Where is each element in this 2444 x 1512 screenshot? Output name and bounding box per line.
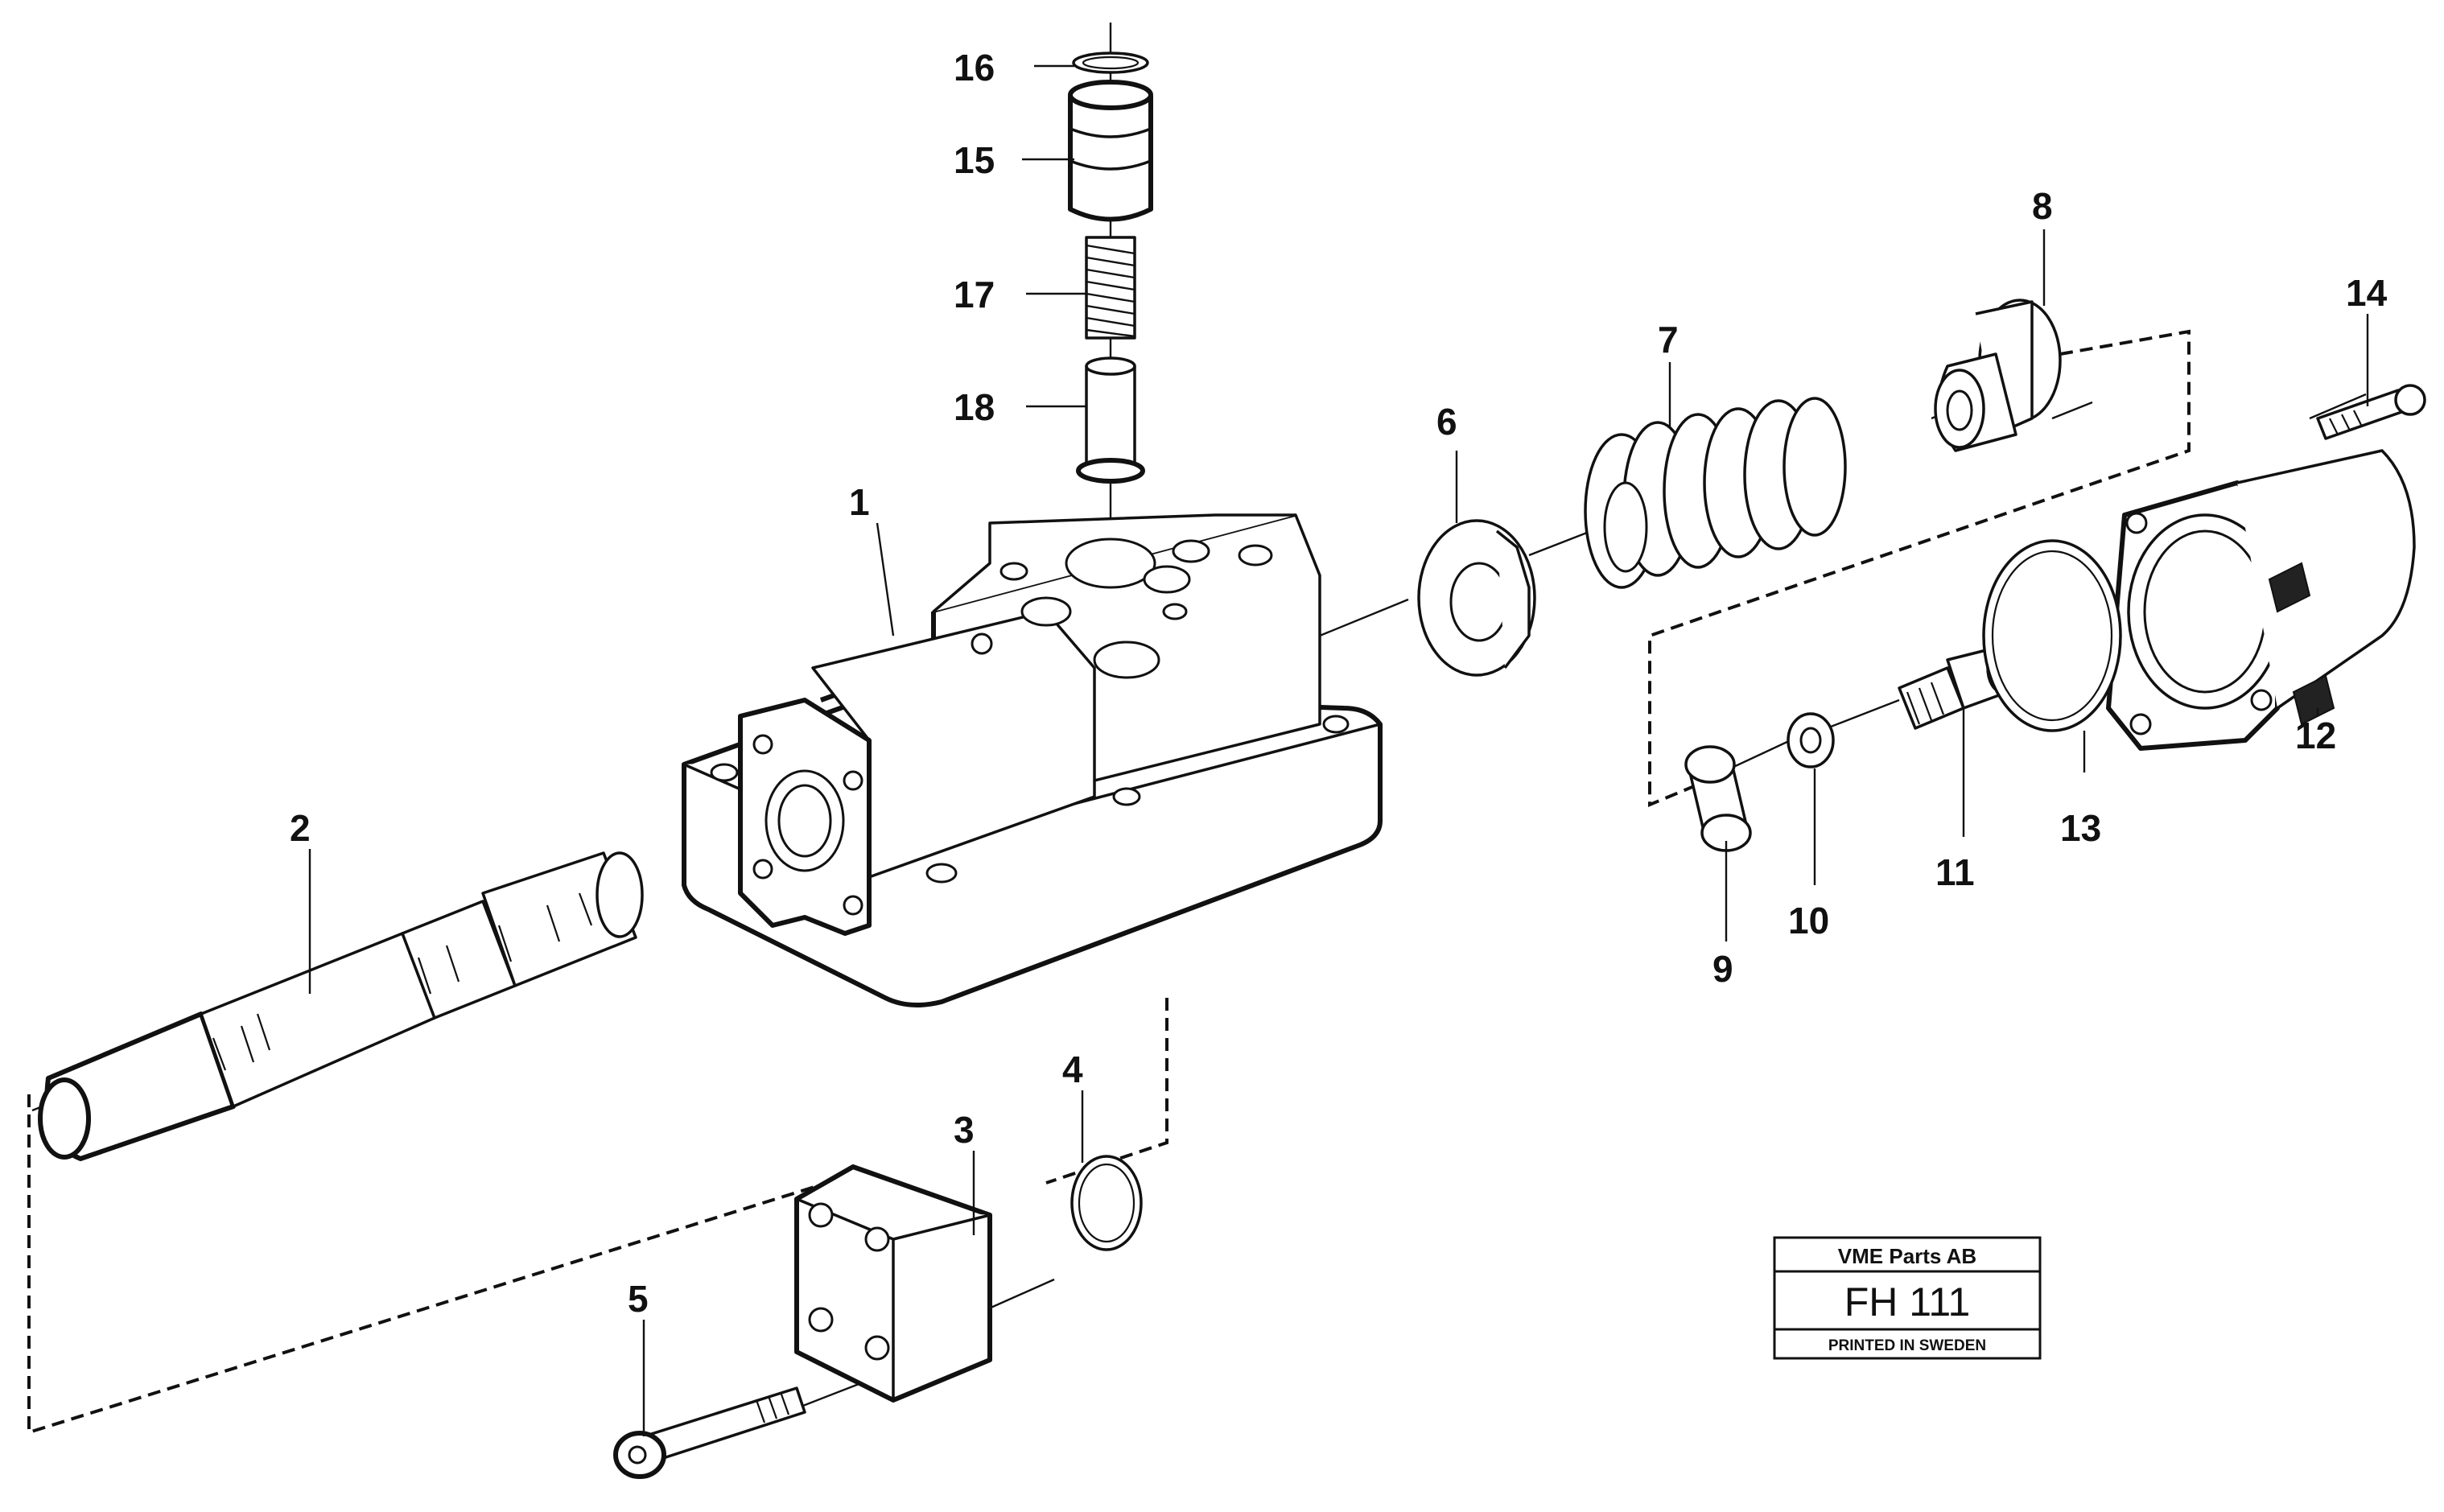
callout-13: 13 [2060, 807, 2101, 849]
washer-part-10 [1787, 712, 1835, 768]
callout-5: 5 [628, 1278, 649, 1320]
plug-part-15 [1068, 80, 1153, 222]
ring-part-16 [1072, 51, 1149, 74]
callout-16: 16 [954, 47, 995, 89]
spring-seat-part-6 [1417, 519, 1536, 677]
leader-lines [308, 64, 2369, 1436]
title-block-code: FH 111 [1844, 1279, 1971, 1325]
callout-15: 15 [954, 139, 995, 181]
callout-3: 3 [954, 1109, 975, 1151]
callout-labels: 1 2 3 4 5 6 7 8 9 10 11 12 13 14 15 16 1… [290, 47, 2388, 1320]
callout-17: 17 [954, 274, 995, 315]
title-block-company: VME Parts AB [1838, 1244, 1976, 1268]
sleeve-part-9 [1684, 745, 1752, 852]
callout-12: 12 [2295, 715, 2336, 756]
callout-2: 2 [290, 807, 311, 849]
spring-part-17 [1085, 236, 1136, 340]
title-block-footer: PRINTED IN SWEDEN [1828, 1337, 1986, 1354]
callout-18: 18 [954, 386, 995, 428]
callout-14: 14 [2346, 272, 2388, 314]
callout-4: 4 [1062, 1049, 1083, 1090]
callout-8: 8 [2032, 185, 2053, 227]
callout-9: 9 [1712, 948, 1733, 990]
callout-6: 6 [1436, 401, 1457, 443]
sleeve-part-18 [1076, 356, 1145, 484]
screw-part-14 [2316, 384, 2426, 440]
gasket-part-13 [1982, 539, 2122, 732]
screw-part-5 [613, 1386, 806, 1479]
callout-7: 7 [1658, 319, 1679, 360]
end-cover-part-12 [2106, 449, 2416, 751]
title-block: VME Parts AB FH 111 PRINTED IN SWEDEN [1773, 1236, 2042, 1360]
cover-block-part-3 [794, 1164, 992, 1403]
spring-part-7 [1584, 397, 1847, 589]
o-ring-part-4 [1070, 1155, 1143, 1251]
valve-housing-part-1 [682, 513, 1383, 1007]
callout-10: 10 [1788, 900, 1829, 941]
sleeve-part-8 [1934, 299, 2062, 452]
callout-11: 11 [1935, 851, 1975, 893]
callout-1: 1 [849, 481, 870, 523]
spool-part-2 [38, 851, 644, 1161]
